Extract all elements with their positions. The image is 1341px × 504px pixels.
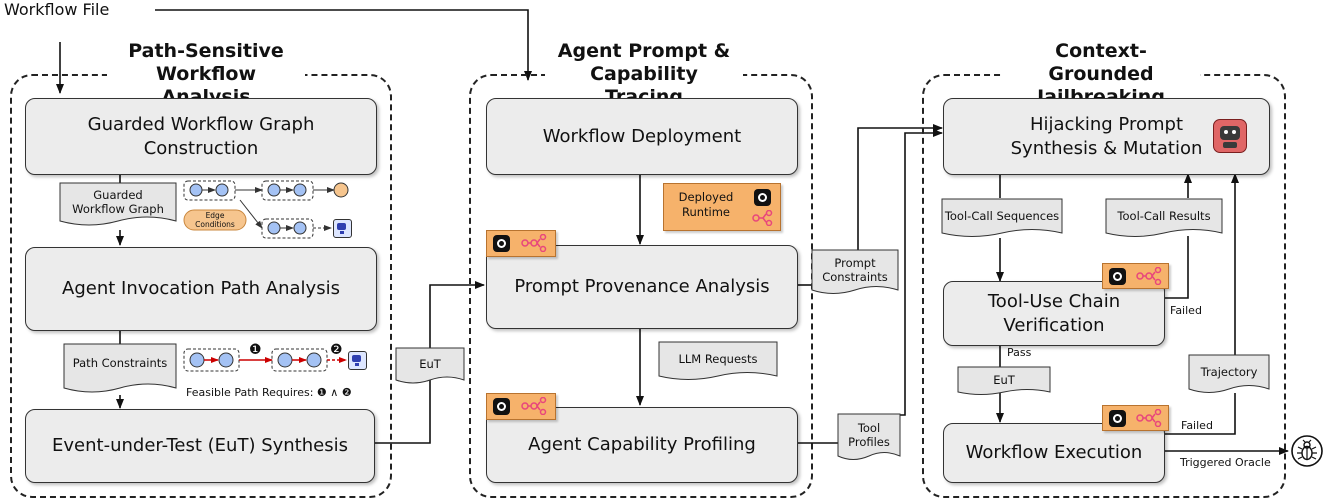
workflow-graph-icon <box>1136 267 1162 285</box>
gwg-construction-label: Guarded Workflow Graph Construction <box>87 113 315 159</box>
invocation-path-box: Agent Invocation Path Analysis <box>25 247 377 331</box>
github-icon <box>1109 410 1126 427</box>
hijacking-label: Hijacking Prompt Synthesis & Mutation <box>1010 113 1203 159</box>
tool-call-sequences-doc: Tool-Call Sequences <box>941 198 1063 239</box>
robot-icon <box>1213 119 1247 153</box>
agent-node-icon <box>333 219 352 238</box>
path-constraints-doc-label: Path Constraints <box>72 356 168 370</box>
bug-icon <box>1291 435 1323 467</box>
provenance-runtime-tag <box>486 230 556 257</box>
workflow-file-label: Workflow File <box>4 0 110 19</box>
tool-profiles-doc-label: Tool Profiles <box>848 421 890 449</box>
trajectory-doc-label: Trajectory <box>1200 365 1258 379</box>
capability-runtime-tag <box>486 393 556 420</box>
workflow-file-arrows <box>56 9 532 94</box>
tool-chain-runtime-tag <box>1102 263 1169 289</box>
capability-label: Agent Capability Profiling <box>528 434 756 455</box>
workflow-graph-icon <box>521 234 547 252</box>
triggered-oracle-label: Triggered Oracle <box>1180 456 1271 469</box>
tool-call-results-doc: Tool-Call Results <box>1105 198 1223 239</box>
eut-left-doc-label: EuT <box>419 357 441 371</box>
guarded-graph-doc-label: Guarded Workflow Graph <box>72 188 164 216</box>
trajectory-doc: Trajectory <box>1188 354 1270 395</box>
provenance-box: Prompt Provenance Analysis <box>486 245 798 329</box>
tool-call-sequences-doc-label: Tool-Call Sequences <box>944 209 1060 223</box>
failed-label-tool-chain: Failed <box>1170 304 1202 317</box>
guarded-graph-sketch <box>183 180 349 239</box>
hijacking-box: Hijacking Prompt Synthesis & Mutation <box>943 98 1270 175</box>
github-icon <box>754 189 771 206</box>
failed-label-execution: Failed <box>1181 419 1213 432</box>
eut-synthesis-box: Event-under-Test (EuT) Synthesis <box>25 409 375 483</box>
execution-runtime-tag <box>1102 405 1169 431</box>
marker-2: ❷ <box>330 342 343 358</box>
deployment-label: Workflow Deployment <box>542 125 742 147</box>
marker-1: ❶ <box>249 342 262 358</box>
eut-right-doc: EuT <box>957 366 1051 397</box>
feasible-path-label: Feasible Path Requires: ❶ ∧ ❷ <box>186 386 352 399</box>
path-constraints-doc: Path Constraints <box>63 343 177 394</box>
invocation-path-label: Agent Invocation Path Analysis <box>62 278 340 299</box>
tool-profiles-doc: Tool Profiles <box>837 413 901 462</box>
workflow-graph-icon <box>752 210 773 226</box>
workflow-graph-icon <box>521 397 547 415</box>
github-icon <box>493 235 510 252</box>
prompt-constraints-doc: Prompt Constraints <box>811 249 899 296</box>
llm-requests-doc: LLM Requests <box>658 341 778 382</box>
deployed-runtime-label: Deployed Runtime <box>678 190 734 219</box>
execution-label: Workflow Execution <box>965 442 1143 463</box>
jailbreak-flow-arrows <box>996 173 1289 455</box>
eut-left-doc: EuT <box>395 347 465 386</box>
github-icon <box>1109 268 1126 285</box>
eut-right-doc-label: EuT <box>993 372 1015 387</box>
github-icon <box>493 398 510 415</box>
provenance-label: Prompt Provenance Analysis <box>514 276 770 297</box>
llm-requests-doc-label: LLM Requests <box>678 352 758 366</box>
tool-chain-label: Tool-Use Chain Verification <box>987 290 1121 336</box>
tool-chain-box: Tool-Use Chain Verification <box>943 281 1165 346</box>
deployed-runtime-tag: Deployed Runtime <box>663 183 781 231</box>
guarded-graph-doc: Guarded Workflow Graph <box>59 182 177 227</box>
gwg-construction-box: Guarded Workflow Graph Construction <box>25 98 377 175</box>
path-constraint-sketch <box>183 348 347 372</box>
agent-node-icon <box>348 351 367 370</box>
pass-label: Pass <box>1007 346 1032 359</box>
edge-conditions-label: Edge Conditions <box>195 211 235 229</box>
prompt-constraints-doc-label: Prompt Constraints <box>822 256 888 284</box>
execution-box: Workflow Execution <box>943 423 1165 483</box>
workflow-graph-icon <box>1136 409 1162 427</box>
eut-synthesis-label: Event-under-Test (EuT) Synthesis <box>52 435 348 456</box>
deployment-box: Workflow Deployment <box>486 98 798 175</box>
tool-call-results-doc-label: Tool-Call Results <box>1117 209 1211 223</box>
